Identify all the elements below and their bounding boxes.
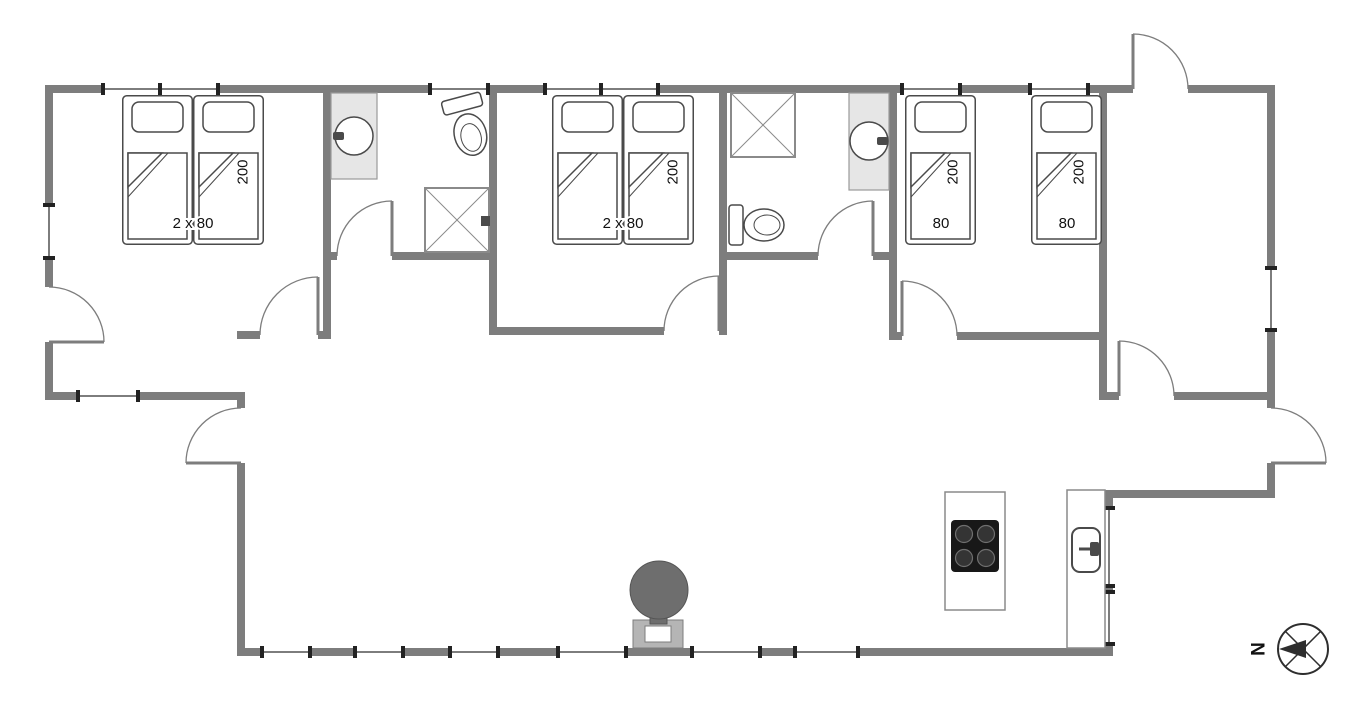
wall-segment bbox=[237, 648, 1113, 656]
north-needle-icon bbox=[1279, 640, 1306, 658]
wall-segment bbox=[1267, 463, 1275, 498]
window bbox=[1265, 266, 1277, 332]
wall-segment bbox=[318, 331, 331, 339]
washbasin-tap-icon bbox=[333, 132, 344, 140]
wall-segment bbox=[873, 252, 897, 260]
room-bathroom-2 bbox=[728, 92, 890, 246]
wall-segment bbox=[45, 85, 53, 287]
window bbox=[448, 646, 500, 658]
wall-segment bbox=[727, 252, 818, 260]
washbasin-tap-icon bbox=[877, 137, 888, 145]
kitchen-counter bbox=[1066, 489, 1106, 649]
wall-segment bbox=[237, 331, 260, 339]
room-bedroom-3: 200 80 200 80 bbox=[905, 95, 1102, 245]
shower-icon bbox=[424, 187, 490, 253]
wood-stove-icon bbox=[629, 560, 689, 649]
wall-segment bbox=[45, 392, 245, 400]
wall-segment bbox=[45, 342, 53, 400]
wall-segment bbox=[719, 93, 727, 335]
toilet-icon bbox=[728, 204, 785, 246]
window bbox=[1103, 590, 1115, 646]
window bbox=[428, 83, 490, 95]
window bbox=[1103, 506, 1115, 588]
wall-segment bbox=[1099, 93, 1107, 400]
door-hall-to-living-room bbox=[1117, 340, 1175, 397]
window bbox=[101, 83, 162, 95]
window bbox=[158, 83, 220, 95]
kitchen-island bbox=[944, 491, 1006, 611]
wall-segment bbox=[889, 93, 897, 340]
window bbox=[793, 646, 860, 658]
wall-segment bbox=[392, 252, 497, 260]
hob-icon bbox=[951, 520, 999, 572]
window bbox=[353, 646, 405, 658]
door-terrace-living-room bbox=[1270, 407, 1327, 465]
door-bedroom-1 bbox=[259, 276, 320, 336]
bed-size-label: 80 bbox=[933, 215, 950, 232]
window bbox=[76, 390, 140, 402]
kitchen-sink-icon bbox=[1071, 527, 1101, 573]
window bbox=[900, 83, 962, 95]
bed-size-label: 80 bbox=[1059, 215, 1076, 232]
compass: N bbox=[1249, 623, 1329, 675]
doors bbox=[48, 33, 1327, 465]
door-bathroom-2 bbox=[817, 200, 875, 257]
bed-length-label: 200 bbox=[665, 159, 682, 184]
bed-size-label: 2 x 80 bbox=[603, 215, 644, 232]
wall-segment bbox=[1174, 392, 1275, 400]
bed-length-label: 200 bbox=[1071, 159, 1088, 184]
window bbox=[1028, 83, 1090, 95]
door-bedroom-3 bbox=[900, 280, 958, 337]
wall-segment bbox=[237, 392, 245, 408]
shower-icon bbox=[730, 92, 796, 158]
compass-north-label: N bbox=[1249, 642, 1270, 656]
door-bathroom-1 bbox=[336, 200, 394, 257]
bed-length-label: 200 bbox=[235, 159, 252, 184]
wall-segment bbox=[237, 463, 245, 656]
room-bedroom-1: 200 2 x 80 bbox=[122, 95, 264, 245]
toilet-icon bbox=[440, 91, 488, 157]
room-living-kitchen bbox=[629, 489, 1106, 649]
window bbox=[543, 83, 603, 95]
window bbox=[260, 646, 312, 658]
bed-size-label: 2 x 80 bbox=[173, 215, 214, 232]
windows bbox=[43, 83, 1277, 658]
window bbox=[599, 83, 660, 95]
bed-length-label: 200 bbox=[945, 159, 962, 184]
wall-segment bbox=[1188, 85, 1275, 93]
door-entrance-hall-exterior bbox=[1131, 33, 1189, 90]
room-bedroom-2: 200 2 x 80 bbox=[552, 95, 694, 245]
door-living-room-entrance bbox=[185, 407, 242, 465]
wall-segment bbox=[489, 327, 664, 335]
window bbox=[556, 646, 628, 658]
room-bathroom-1 bbox=[330, 91, 490, 253]
door-bedroom-2 bbox=[663, 275, 721, 332]
wall-segment bbox=[489, 93, 497, 335]
wall-segment bbox=[1099, 392, 1119, 400]
window bbox=[690, 646, 762, 658]
wall-segment bbox=[1267, 85, 1275, 408]
wall-segment bbox=[331, 252, 337, 260]
wall-segment bbox=[957, 332, 1107, 340]
wall-segment bbox=[323, 93, 331, 339]
door-terrace-bedroom-1 bbox=[48, 286, 105, 344]
wall-segment bbox=[1105, 490, 1275, 498]
wall-segment bbox=[889, 332, 902, 340]
window bbox=[43, 203, 55, 260]
